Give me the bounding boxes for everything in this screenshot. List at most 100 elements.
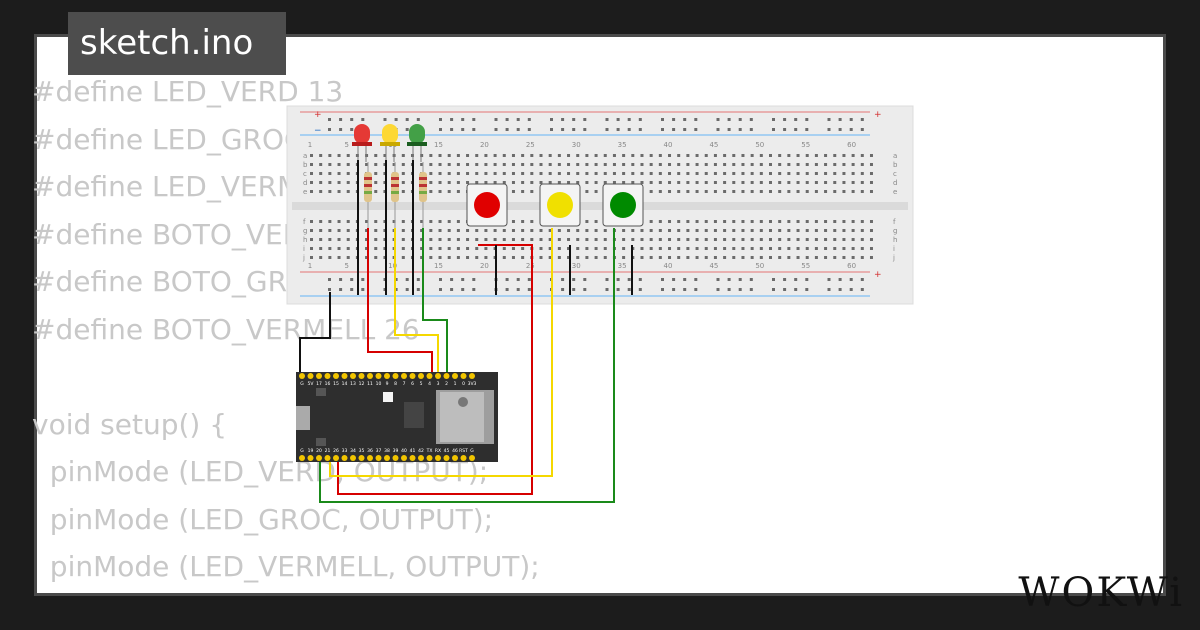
rail-hole [838, 288, 842, 291]
breadboard-hole [869, 247, 873, 250]
rail-hole [572, 118, 576, 121]
rail-hole [583, 278, 587, 281]
resistor[interactable] [391, 162, 399, 228]
breadboard-hole [851, 247, 855, 250]
rail-hole [328, 128, 331, 131]
breadboard-hole [603, 154, 607, 157]
rail-hole [661, 288, 664, 291]
breadboard-hole [319, 154, 323, 157]
esp32-pin-label: 3 [437, 381, 440, 387]
breadboard-hole [860, 220, 864, 223]
rail-hole [361, 118, 365, 121]
rail-hole [849, 118, 853, 121]
breadboard-hole [567, 238, 571, 241]
breadboard-hole [741, 172, 745, 175]
breadboard-hole [631, 163, 635, 166]
breadboard-hole [429, 172, 433, 175]
green-led[interactable] [407, 124, 427, 162]
breadboard-hole [539, 154, 543, 157]
breadboard-hole [732, 190, 736, 193]
breadboard-hole [750, 154, 754, 157]
breadboard-hole [741, 256, 745, 259]
breadboard-hole [319, 247, 323, 250]
rail-hole [694, 288, 698, 291]
rail-hole [683, 278, 687, 281]
breadboard-hole [723, 172, 727, 175]
yellow-led[interactable] [380, 124, 400, 162]
rail-hole [738, 288, 742, 291]
breadboard-hole [778, 256, 782, 259]
yellow-pushbutton[interactable] [539, 183, 581, 227]
breadboard-hole [860, 238, 864, 241]
breadboard-hole [677, 229, 681, 232]
breadboard-hole [723, 154, 727, 157]
rail-hole [838, 118, 842, 121]
breadboard-hole [640, 256, 644, 259]
breadboard-hole [833, 256, 837, 259]
breadboard-hole [778, 247, 782, 250]
breadboard-hole [658, 163, 662, 166]
breadboard-hole [310, 172, 313, 175]
row-letter: i [893, 245, 895, 253]
esp32-pin-label: 5 [420, 381, 423, 387]
breadboard-hole [824, 229, 828, 232]
resistor[interactable] [419, 162, 427, 228]
breadboard-hole [511, 220, 515, 223]
breadboard-hole [695, 172, 699, 175]
breadboard-hole [567, 172, 571, 175]
breadboard-hole [594, 220, 598, 223]
breadboard-hole [603, 172, 607, 175]
row-letter: b [893, 161, 898, 169]
rail-hole [605, 278, 609, 281]
breadboard[interactable]: 1155101015152020252530303535404045455050… [286, 105, 914, 305]
rail-hole [727, 288, 731, 291]
breadboard-hole [466, 163, 470, 166]
rail-hole [638, 118, 642, 121]
file-title-tab[interactable]: sketch.ino [68, 12, 286, 75]
red-led[interactable] [352, 124, 372, 162]
breadboard-hole [420, 229, 424, 232]
breadboard-hole [521, 181, 525, 184]
breadboard-hole [842, 238, 846, 241]
breadboard-hole [778, 229, 782, 232]
breadboard-hole [374, 238, 378, 241]
breadboard-hole [759, 172, 763, 175]
esp32-pin [358, 373, 365, 379]
breadboard-hole [631, 181, 635, 184]
breadboard-hole [337, 181, 341, 184]
column-number: 40 [664, 141, 673, 149]
rail-hole [860, 118, 864, 121]
breadboard-hole [704, 163, 708, 166]
breadboard-hole [328, 190, 332, 193]
esp32-pin [443, 373, 450, 379]
breadboard-hole [869, 220, 873, 223]
row-letter: a [893, 152, 897, 160]
resistor[interactable] [364, 162, 372, 228]
rail-hole [561, 128, 565, 131]
rail-hole [838, 128, 842, 131]
breadboard-hole [447, 247, 451, 250]
breadboard-hole [502, 154, 506, 157]
rail-hole [772, 278, 775, 281]
rail-hole [849, 128, 853, 131]
esp32-pin-label: 21 [325, 448, 331, 454]
breadboard-hole [410, 154, 414, 157]
breadboard-hole [447, 172, 451, 175]
breadboard-hole [658, 238, 662, 241]
breadboard-hole [346, 154, 350, 157]
row-letter: g [303, 227, 307, 235]
rail-hole [439, 288, 442, 291]
breadboard-hole [759, 181, 763, 184]
breadboard-hole [539, 238, 543, 241]
rail-sign-plus: + [874, 110, 882, 120]
breadboard-hole [622, 154, 626, 157]
breadboard-hole [346, 220, 350, 223]
breadboard-hole [594, 154, 598, 157]
esp32-pin-label: 36 [367, 448, 373, 454]
breadboard-hole [337, 172, 341, 175]
green-pushbutton[interactable] [602, 183, 644, 227]
red-pushbutton[interactable] [466, 183, 508, 227]
rail-hole [394, 118, 398, 121]
breadboard-hole [365, 238, 369, 241]
